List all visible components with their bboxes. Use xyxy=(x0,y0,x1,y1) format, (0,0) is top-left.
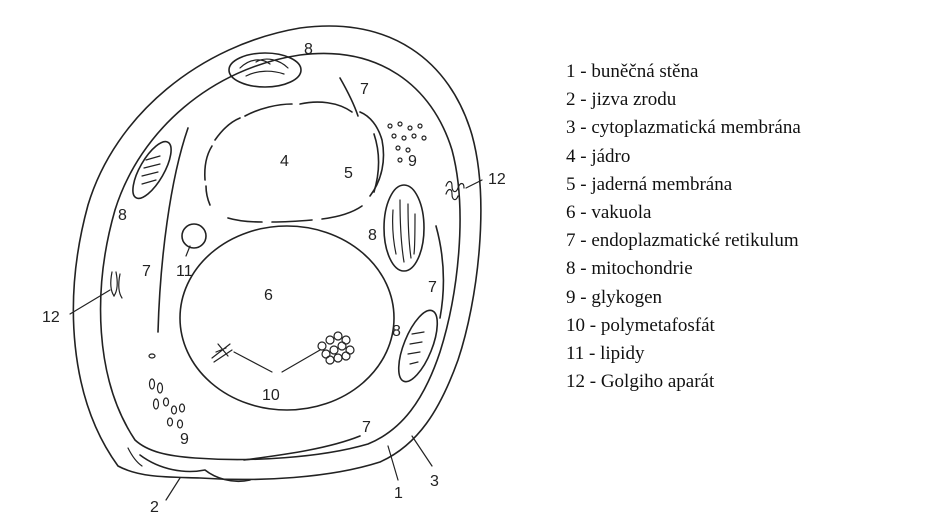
callout-9-lower: 9 xyxy=(180,431,189,448)
leader-3 xyxy=(412,436,432,466)
er-right xyxy=(436,226,443,318)
bud-scar-edge xyxy=(128,448,142,466)
callout-5: 5 xyxy=(344,165,353,182)
callout-6: 6 xyxy=(264,287,273,304)
callout-8-right-lower: 8 xyxy=(392,323,401,340)
legend-item: 6 - vakuola xyxy=(566,199,926,227)
callout-7-right: 7 xyxy=(428,279,437,296)
nucleus-membrane xyxy=(205,102,384,222)
callout-7-bottom: 7 xyxy=(362,419,371,436)
leader-11 xyxy=(186,246,190,256)
leader-2 xyxy=(166,478,180,500)
callout-1: 1 xyxy=(394,485,403,502)
leader-12-left xyxy=(70,290,110,314)
callout-7-top: 7 xyxy=(360,81,369,98)
polymetaphosphate-right xyxy=(318,332,354,364)
callout-12-right: 12 xyxy=(488,171,506,188)
callout-8-left: 8 xyxy=(118,207,127,224)
vacuole-outline xyxy=(180,226,394,410)
legend-item: 7 - endoplazmatické retikulum xyxy=(566,227,926,255)
cell-illustration: 8 7 4 5 9 12 8 8 11 7 6 7 12 8 10 9 7 1 … xyxy=(0,0,560,513)
legend-item: 10 - polymetafosfát xyxy=(566,312,926,340)
glycogen-granules-upper xyxy=(388,122,426,162)
leader-10-left xyxy=(234,352,272,372)
legend-item: 9 - glykogen xyxy=(566,284,926,312)
legend-item: 4 - jádro xyxy=(566,143,926,171)
callout-12-left: 12 xyxy=(42,309,60,326)
golgi-left xyxy=(111,272,122,298)
legend-item: 3 - cytoplazmatická membrána xyxy=(566,114,926,142)
legend-item: 5 - jaderná membrána xyxy=(566,171,926,199)
callout-9-upper: 9 xyxy=(408,153,417,170)
callout-10: 10 xyxy=(262,387,280,404)
mitochondrion-left xyxy=(126,136,179,203)
legend-item: 2 - jizva zrodu xyxy=(566,86,926,114)
legend-item: 8 - mitochondrie xyxy=(566,255,926,283)
mitochondrion-top xyxy=(229,53,301,87)
cytoplasmic-membrane-outline xyxy=(101,53,460,459)
leader-10-right xyxy=(282,350,320,372)
legend-item: 1 - buněčná stěna xyxy=(566,58,926,86)
mitochondrion-right-upper xyxy=(384,185,424,271)
glycogen-granules-lower xyxy=(149,354,185,428)
legend-item: 11 - lipidy xyxy=(566,340,926,368)
callout-3: 3 xyxy=(430,473,439,490)
mitochondrion-right-lower xyxy=(391,306,445,387)
callout-8-right-upper: 8 xyxy=(368,227,377,244)
legend-list: 1 - buněčná stěna 2 - jizva zrodu 3 - cy… xyxy=(566,58,926,396)
lipid-droplet xyxy=(182,224,206,248)
callout-11: 11 xyxy=(176,263,193,280)
polymetaphosphate-left xyxy=(212,344,232,362)
callout-7-left: 7 xyxy=(142,263,151,280)
callout-8-top: 8 xyxy=(304,41,313,58)
legend-item: 12 - Golgiho aparát xyxy=(566,368,926,396)
callout-2: 2 xyxy=(150,499,159,513)
callout-4: 4 xyxy=(280,153,289,170)
golgi-right xyxy=(446,182,464,200)
leader-1 xyxy=(388,446,398,480)
